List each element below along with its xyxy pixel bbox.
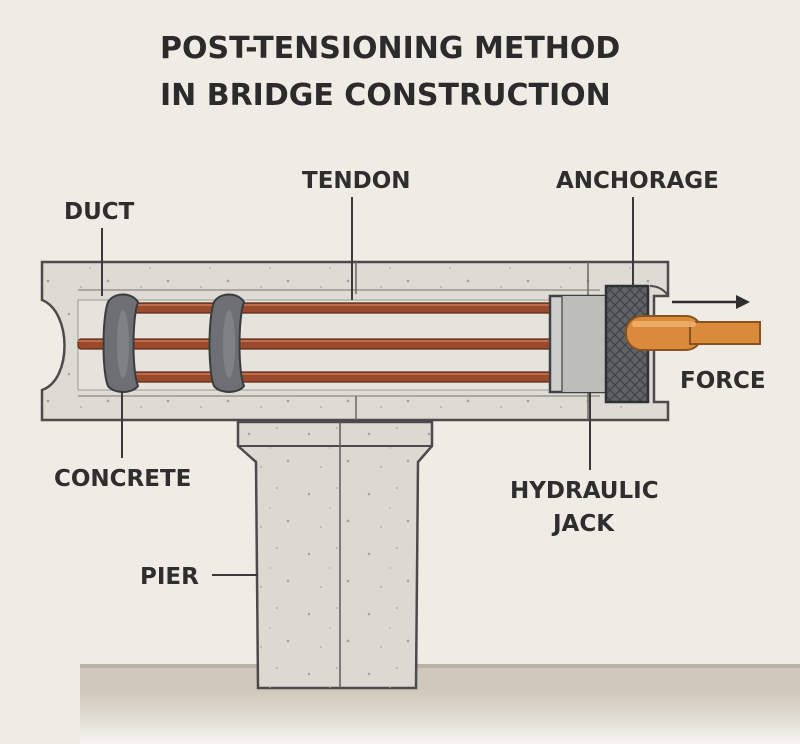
title-line-2: IN BRIDGE CONSTRUCTION	[160, 78, 611, 113]
label-anchorage: ANCHORAGE	[556, 168, 719, 194]
pier	[236, 420, 434, 690]
label-tendon: TENDON	[302, 168, 411, 194]
duct-collar-2	[208, 293, 246, 393]
label-pier: PIER	[140, 564, 199, 590]
ground-fade	[80, 690, 800, 744]
force-strand	[625, 315, 761, 351]
label-concrete: CONCRETE	[54, 466, 191, 492]
duct-collar-1	[102, 293, 140, 393]
hydraulic-jack	[548, 294, 633, 394]
force-arrow	[672, 295, 750, 309]
label-duct: DUCT	[64, 199, 135, 225]
title-line-1: POST-TENSIONING METHOD	[160, 31, 620, 66]
label-force: FORCE	[680, 368, 766, 394]
ground-edge	[80, 664, 800, 668]
label-hydraulic-line-2: JACK	[551, 511, 615, 537]
label-hydraulic-line-1: HYDRAULIC	[510, 478, 659, 504]
